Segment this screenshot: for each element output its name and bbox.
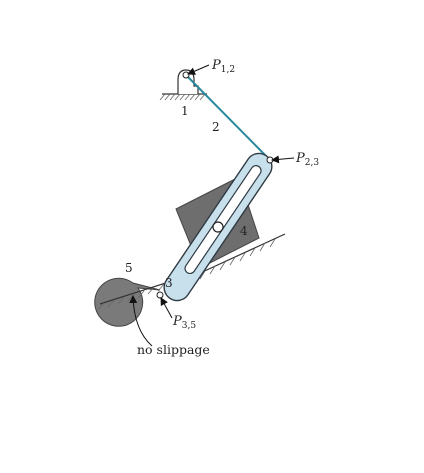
label-link-4: 4 [240,224,248,238]
fixed-ground-1 [159,93,207,101]
label-link-5: 5 [125,261,133,275]
leader-no-slippage [129,295,153,347]
joint-pin-4 [212,221,224,233]
label-p12: P1,2 [211,58,235,75]
label-link-1: 1 [181,104,189,118]
label-link-3: 3 [165,276,173,290]
link-3-slot [184,165,262,275]
leader-p12 [187,64,210,75]
label-p35: P3,5 [172,314,196,331]
leader-p35 [160,297,173,319]
link-2 [185,74,271,161]
joint-p12 [182,71,190,79]
label-p23: P2,3 [295,151,319,168]
roller-5 [94,277,161,327]
incline-ground-4 [197,233,286,280]
label-no-slippage: no slippage [137,342,210,357]
link-3 [163,152,273,302]
label-link-2: 2 [212,120,220,134]
leader-p23 [271,155,295,164]
joint-p35 [156,291,164,299]
